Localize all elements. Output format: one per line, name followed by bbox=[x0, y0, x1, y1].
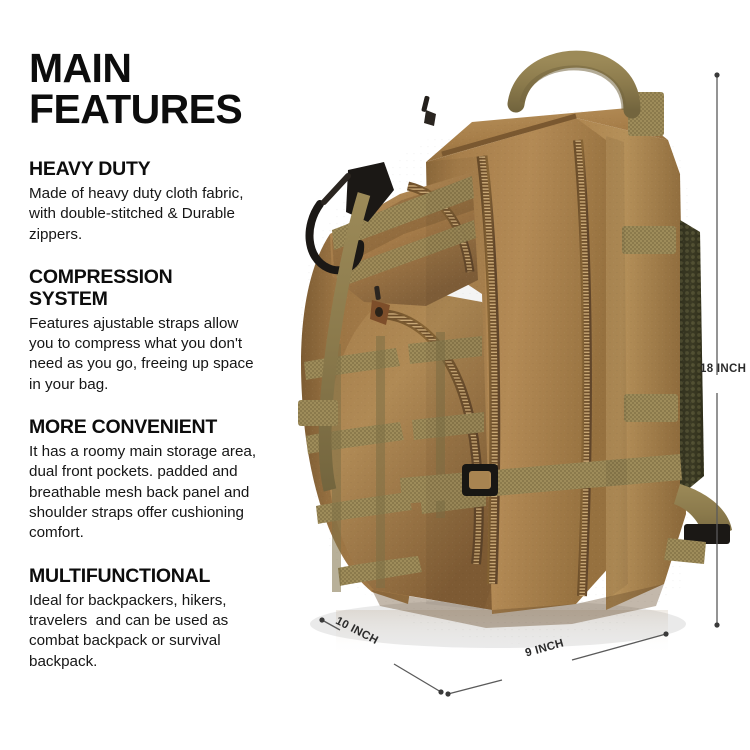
width-cap-end bbox=[663, 631, 669, 637]
feature-body-line-2: with double-stitched & Durable bbox=[29, 205, 235, 223]
molle-column-2 bbox=[376, 336, 385, 588]
molle-column-1 bbox=[332, 344, 341, 592]
width-dimension-line-a bbox=[447, 679, 503, 695]
side-tab-upper bbox=[622, 226, 676, 254]
panel-shade-center bbox=[426, 156, 492, 610]
upper-pocket-strap-2 bbox=[336, 220, 476, 288]
feature-title-more-convenient: MORE CONVENIENT bbox=[29, 416, 291, 439]
feature-body-line-1: Ideal for backpackers, hikers, bbox=[29, 591, 227, 609]
feature-body-line-4: backpack. bbox=[29, 652, 98, 670]
width-dimension-line-b bbox=[571, 633, 667, 661]
side-tab-lower bbox=[624, 394, 678, 422]
feature-body-line-2: travelers and can be used as bbox=[29, 611, 229, 629]
feature-body-line-1: Features ajustable straps allow bbox=[29, 314, 239, 332]
depth-cap-end bbox=[438, 689, 444, 695]
feature-body-more-convenient: It has a roomy main storage area, dual f… bbox=[29, 442, 291, 544]
top-lid-zipper bbox=[441, 113, 577, 157]
secondary-zipper-teeth bbox=[575, 139, 590, 597]
feature-body-line-1: Made of heavy duty cloth fabric, bbox=[29, 184, 244, 202]
bottom-edge-shadow bbox=[372, 584, 664, 628]
zippers bbox=[370, 95, 592, 597]
feature-body-line-2: you to compress what you don't bbox=[29, 335, 243, 353]
feature-body-line-3: need as you go, freeing up space bbox=[29, 355, 254, 373]
feature-block-more-convenient: MORE CONVENIENT It has a roomy main stor… bbox=[29, 416, 291, 544]
features-column: MAIN FEATURES HEAVY DUTY Made of heavy d… bbox=[29, 48, 291, 672]
height-cap-top bbox=[714, 72, 720, 78]
panel-shade-right bbox=[606, 136, 628, 600]
feature-body-line-2: dual front pockets. padded and bbox=[29, 463, 238, 481]
backpack-illustration bbox=[298, 50, 732, 697]
feature-title-line-1: HEAVY DUTY bbox=[29, 158, 151, 181]
upper-pocket-webbing bbox=[332, 176, 476, 288]
page-title: MAIN FEATURES bbox=[29, 48, 291, 129]
page-title-line-2: FEATURES bbox=[29, 85, 243, 132]
depth-dimension-line-a bbox=[321, 619, 341, 631]
lower-pocket-zipper-teeth bbox=[379, 311, 482, 565]
zipper-pull-lower-pocket bbox=[370, 285, 390, 325]
strap-keeper-loop bbox=[298, 400, 338, 426]
feature-body-line-3: zippers. bbox=[29, 225, 83, 243]
page-title-line-1: MAIN bbox=[29, 45, 132, 91]
molle-front-row-2 bbox=[412, 412, 484, 440]
feature-block-compression-system: COMPRESSION SYSTEM Features ajustable st… bbox=[29, 266, 291, 395]
feature-title-line-1: COMPRESSION bbox=[29, 266, 173, 289]
feature-title-heavy-duty: HEAVY DUTY bbox=[29, 158, 291, 181]
feature-title-line-1: MORE CONVENIENT bbox=[29, 416, 218, 439]
upper-pocket-zipper-teeth bbox=[407, 183, 473, 273]
feature-body-line-3: combat backpack or survival bbox=[29, 632, 221, 650]
feature-title-compression-system: COMPRESSION SYSTEM bbox=[29, 266, 291, 311]
product-image-area bbox=[276, 44, 750, 704]
dimension-label-height: 18 INCH bbox=[700, 363, 747, 375]
feature-block-multifunctional: MULTIFUNCTIONAL Ideal for backpackers, h… bbox=[29, 564, 291, 672]
feature-body-line-4: shoulder straps offer cushioning bbox=[29, 504, 245, 522]
feature-body-heavy-duty: Made of heavy duty cloth fabric, with do… bbox=[29, 184, 291, 245]
feature-title-multifunctional: MULTIFUNCTIONAL bbox=[29, 564, 291, 588]
molle-front-column bbox=[436, 332, 445, 518]
depth-cap-start bbox=[319, 617, 325, 623]
compression-strap bbox=[400, 454, 682, 504]
feature-body-line-4: in your bag. bbox=[29, 375, 109, 393]
feature-title-line-2: SYSTEM bbox=[29, 287, 108, 310]
feature-block-heavy-duty: HEAVY DUTY Made of heavy duty cloth fabr… bbox=[29, 158, 291, 245]
feature-title-line-1: MULTIFUNCTIONAL bbox=[29, 564, 211, 587]
zipper-pull-top bbox=[421, 95, 436, 126]
feature-body-line-5: comfort. bbox=[29, 524, 84, 542]
feature-body-compression-system: Features ajustable straps allow you to c… bbox=[29, 314, 291, 395]
top-carry-handle bbox=[507, 50, 641, 119]
strap-adjuster-buckle bbox=[462, 464, 498, 496]
hanging-shoulder-strap bbox=[318, 192, 371, 492]
strap-adjuster-hardware bbox=[684, 524, 730, 544]
strap-tail-webbing bbox=[664, 538, 706, 564]
main-zipper-teeth bbox=[479, 155, 498, 585]
fabric-texture bbox=[300, 106, 697, 644]
feature-body-line-1: It has a roomy main storage area, bbox=[29, 442, 257, 460]
dimension-lines bbox=[319, 72, 720, 697]
upper-pocket-strap-1 bbox=[332, 176, 474, 250]
height-cap-bottom bbox=[714, 622, 720, 628]
feature-body-line-3: breathable mesh back panel and bbox=[29, 483, 250, 501]
width-cap-start bbox=[445, 691, 451, 697]
feature-body-multifunctional: Ideal for backpackers, hikers, travelers… bbox=[29, 591, 291, 672]
depth-dimension-line-b bbox=[393, 663, 442, 693]
clip-hook bbox=[305, 200, 365, 275]
clip-gate bbox=[321, 173, 351, 205]
